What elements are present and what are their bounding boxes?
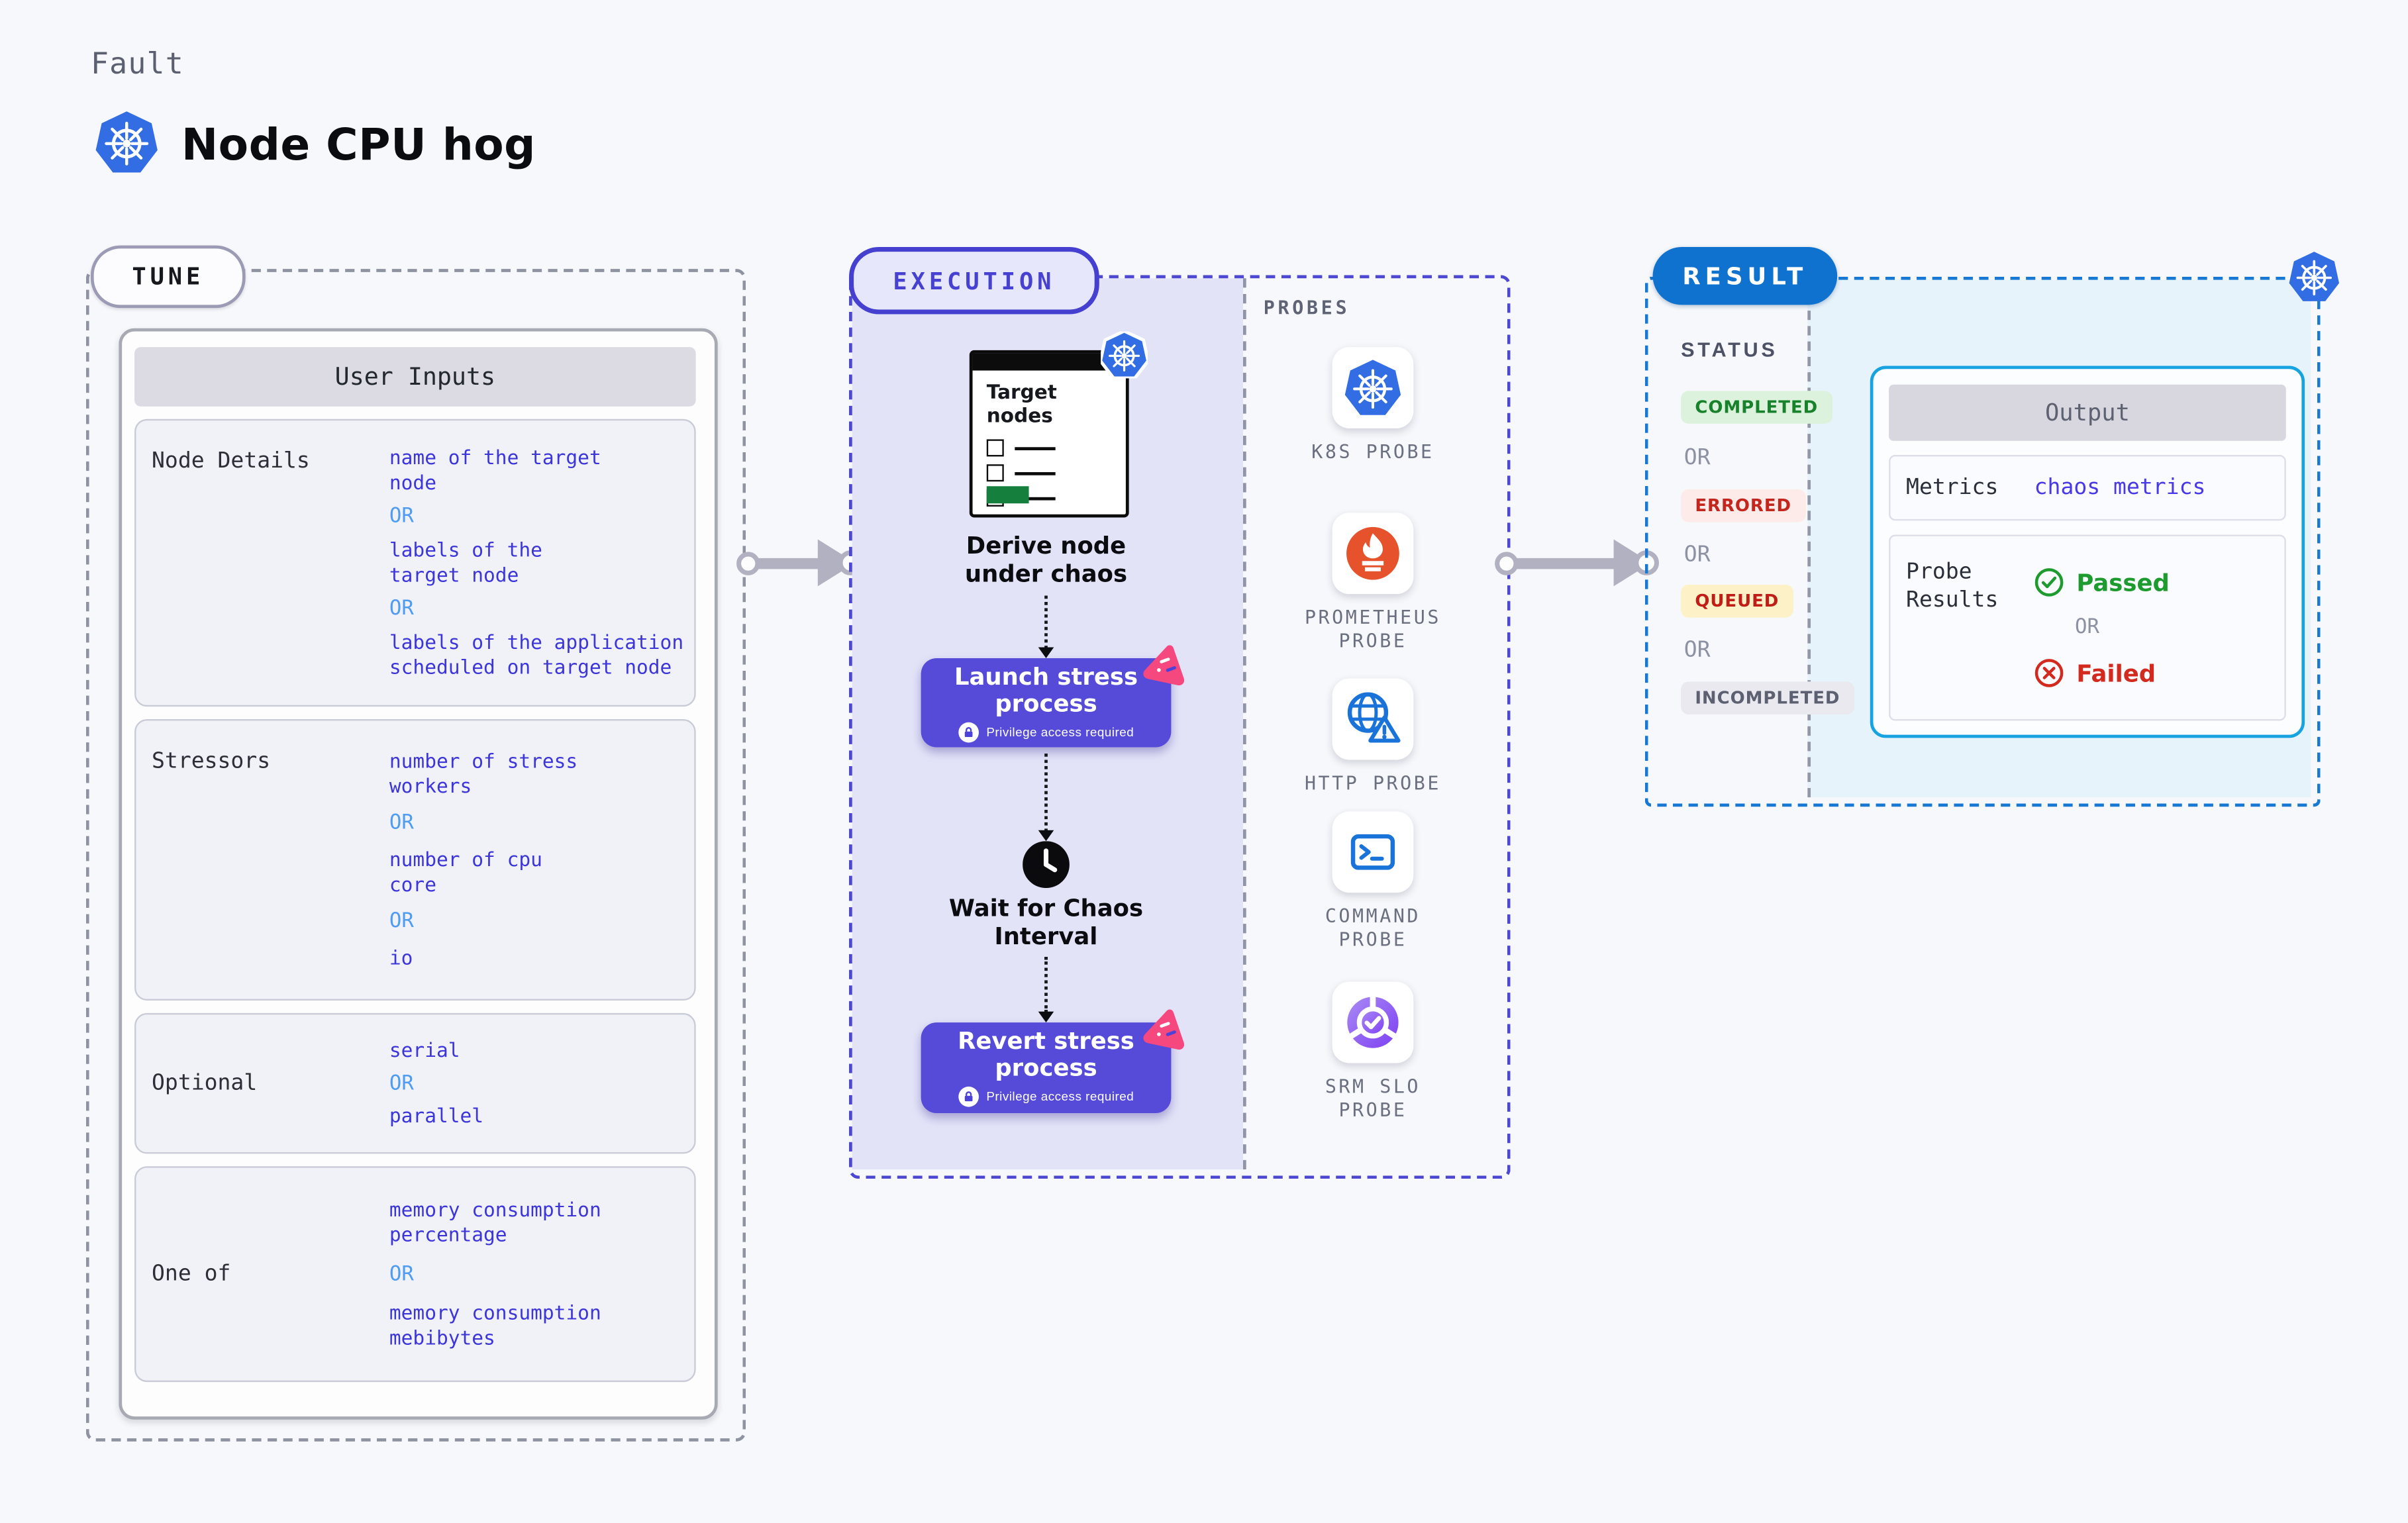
row-label: Node Details [152, 448, 310, 474]
kubernetes-logo-icon [95, 111, 158, 173]
launch-stress-process-button[interactable]: Launch stress process Privilege access r… [921, 645, 1185, 748]
user-inputs-header: User Inputs [134, 347, 696, 407]
or-separator: OR [389, 811, 414, 835]
target-nodes-title: Target nodes [986, 379, 1057, 427]
probe-command: COMMAND PROBE [1256, 811, 1490, 952]
lock-icon [958, 1086, 979, 1107]
privilege-note: Privilege access required [986, 1089, 1134, 1104]
command-probe-icon [1332, 811, 1414, 893]
window-titlebar [972, 353, 1126, 371]
or-separator: OR [1683, 542, 1711, 568]
input-option: serial [389, 1038, 460, 1062]
chaos-fault-icon [1143, 1009, 1185, 1050]
probe-srm-slo: SRM SLO PROBE [1256, 981, 1490, 1122]
or-separator: OR [2075, 616, 2100, 640]
row-one-of: One of memory consumption percentage OR … [134, 1166, 696, 1383]
execution-badge: EXECUTION [849, 247, 1099, 315]
or-separator: OR [389, 1071, 414, 1095]
metrics-label: Metrics [1906, 475, 1999, 501]
input-option: labels of the application scheduled on t… [389, 630, 684, 679]
check-circle-icon [2034, 568, 2064, 597]
metrics-row: Metrics chaos metrics [1889, 455, 2286, 521]
result-badge: RESULT [1652, 247, 1838, 305]
fault-kicker: Fault [90, 46, 184, 81]
srm-slo-probe-icon [1332, 981, 1414, 1063]
prometheus-probe-icon [1332, 513, 1414, 595]
page-title: Node CPU hog [181, 119, 536, 171]
status-output-divider [1807, 279, 1811, 798]
input-option: labels of the target node [389, 538, 542, 587]
flow-connector [1038, 956, 1054, 1023]
input-option: number of stress workers [389, 748, 578, 798]
flow-connector [1038, 595, 1054, 658]
input-option: name of the target node [389, 445, 601, 495]
launch-button-label: Launch stress process [954, 662, 1138, 717]
status-errored-badge: ERRORED [1681, 489, 1806, 522]
probe-results-label: Probe Results [1906, 560, 1999, 613]
probe-results-row: Probe Results Passed OR Failed [1889, 534, 2286, 721]
kubernetes-badge-icon [1101, 332, 1148, 379]
input-option: number of cpu core [389, 847, 542, 896]
input-option: io [389, 946, 413, 969]
selection-highlight [986, 486, 1029, 504]
execution-probes-divider [1242, 278, 1246, 1170]
flow-connector [1038, 754, 1054, 842]
output-card: Output Metrics chaos metrics Probe Resul… [1870, 366, 2305, 738]
row-label: Optional [152, 1071, 258, 1097]
execution-section-box [849, 275, 1511, 1179]
wait-chaos-caption: Wait for Chaos Interval [948, 894, 1144, 951]
k8s-probe-icon [1332, 347, 1414, 428]
probe-failed-item: Failed [2034, 658, 2170, 688]
http-probe-icon [1332, 678, 1414, 760]
arrow-start-dot [1495, 551, 1519, 575]
arrow-start-dot [736, 551, 760, 575]
or-separator: OR [1683, 638, 1711, 663]
row-stressors: Stressors number of stress workers OR nu… [134, 719, 696, 1001]
execution-to-result-arrow [1495, 536, 1660, 589]
status-queued-badge: QUEUED [1681, 585, 1793, 618]
status-completed-badge: COMPLETED [1681, 391, 1832, 424]
input-option: parallel [389, 1103, 484, 1127]
probe-k8s: K8S PROBE [1256, 347, 1490, 464]
privilege-note: Privilege access required [986, 724, 1134, 739]
or-separator: OR [389, 505, 414, 529]
revert-stress-process-button[interactable]: Revert stress process Privilege access r… [921, 1009, 1185, 1114]
checkbox-icon [986, 439, 1004, 457]
lock-icon [958, 721, 979, 742]
chaos-fault-icon [1143, 645, 1185, 685]
chaos-metrics-link[interactable]: chaos metrics [2034, 475, 2206, 501]
derive-node-caption: Derive node under chaos [964, 531, 1128, 588]
revert-button-label: Revert stress process [958, 1027, 1134, 1082]
probe-prometheus: PROMETHEUS PROBE [1256, 513, 1490, 653]
checkbox-icon [986, 464, 1004, 482]
tune-to-execution-arrow [736, 536, 864, 589]
input-option: memory consumption percentage [389, 1198, 601, 1247]
probe-passed-item: Passed [2034, 567, 2170, 597]
row-optional: Optional serial OR parallel [134, 1012, 696, 1154]
or-separator: OR [389, 1262, 414, 1286]
or-separator: OR [389, 597, 414, 621]
x-circle-icon [2034, 659, 2064, 687]
row-node-details: Node Details name of the target node OR … [134, 418, 696, 707]
result-section-box [1644, 276, 2321, 807]
output-header: Output [1889, 384, 2286, 441]
input-option: memory consumption mebibytes [389, 1300, 601, 1349]
row-label: One of [152, 1261, 231, 1287]
status-incompleted-badge: INCOMPLETED [1681, 681, 1854, 714]
probes-title: PROBES [1263, 297, 1350, 319]
target-nodes-card: Target nodes [969, 350, 1129, 518]
row-label: Stressors [152, 748, 271, 774]
status-title: STATUS [1681, 337, 1778, 362]
kubernetes-corner-icon [2289, 252, 2340, 301]
probe-http: HTTP PROBE [1256, 678, 1490, 796]
or-separator: OR [389, 910, 414, 934]
or-separator: OR [1683, 445, 1711, 471]
clock-icon [1023, 841, 1070, 889]
tune-badge: TUNE [90, 245, 246, 309]
tune-section-box [85, 269, 746, 1442]
